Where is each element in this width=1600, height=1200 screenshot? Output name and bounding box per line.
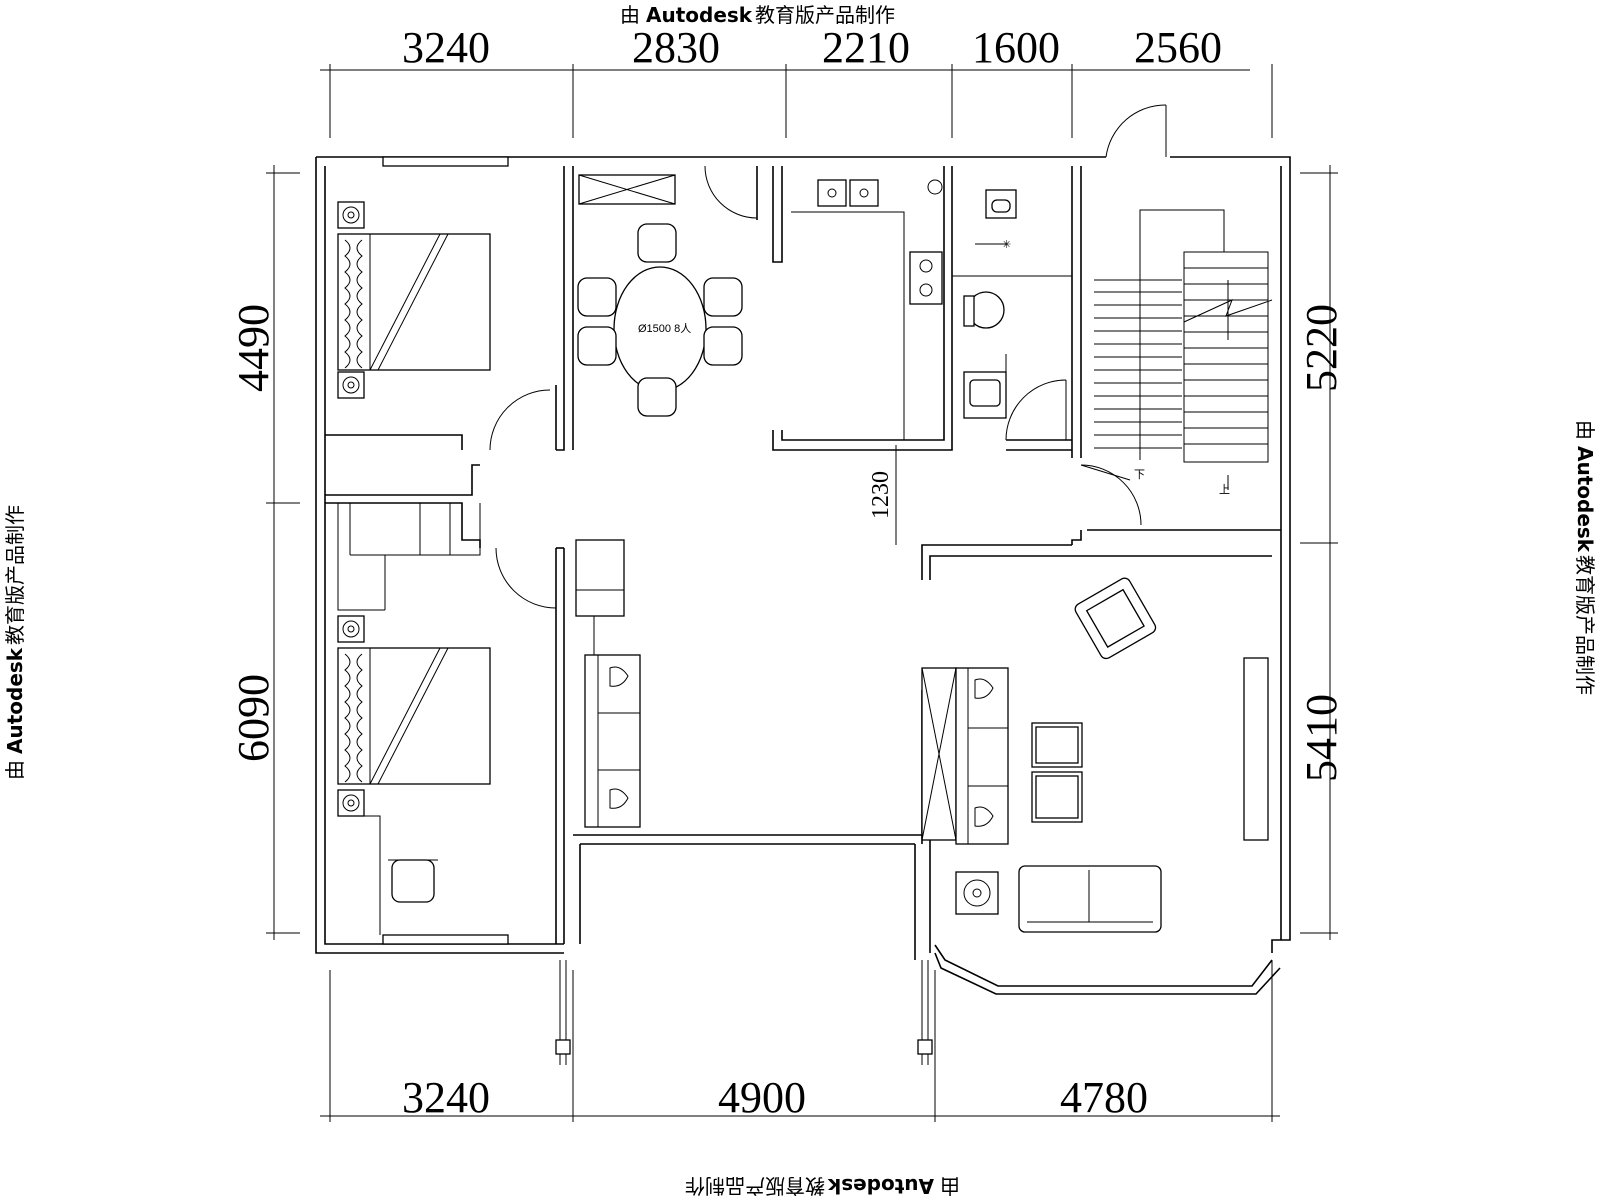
watermark-suffix: 教育版产品制作 bbox=[685, 1174, 825, 1198]
bath-fixtures: ✳ bbox=[963, 189, 1017, 419]
watermark-brand: Autodesk bbox=[827, 1174, 934, 1198]
desk-chair bbox=[388, 859, 438, 903]
door-entrance bbox=[1105, 104, 1167, 158]
dim-top-2: 2830 bbox=[632, 23, 720, 72]
dim-left-2: 6090 bbox=[229, 674, 278, 762]
dining-table: Ø1500 8人 bbox=[613, 266, 707, 392]
door-bedroom2 bbox=[495, 547, 557, 609]
stove bbox=[909, 251, 943, 305]
sofa-bottom bbox=[1018, 865, 1162, 933]
window-top-bedroom bbox=[382, 156, 509, 167]
bed-2 bbox=[337, 647, 491, 785]
door-stair bbox=[1080, 464, 1142, 526]
dimension-left: 4490 6090 bbox=[229, 165, 300, 940]
dining-cabinet bbox=[578, 174, 676, 205]
watermark-top: 由 Autodesk 教育版产品制作 bbox=[620, 3, 895, 27]
door-bedroom1 bbox=[489, 389, 557, 451]
dim-top-3: 2210 bbox=[822, 23, 910, 72]
coffee-tables bbox=[1031, 722, 1083, 823]
dim-bottom-3: 4780 bbox=[1060, 1073, 1148, 1122]
sofa-main bbox=[955, 667, 1009, 845]
bed-1 bbox=[337, 233, 491, 371]
stair-up-label: 上 bbox=[1219, 483, 1230, 496]
dimension-inner: 1230 bbox=[868, 445, 897, 545]
nightstand-2 bbox=[337, 615, 365, 817]
dimension-right: 5220 5410 bbox=[1297, 165, 1346, 940]
dimension-bottom: 3240 4900 4780 bbox=[320, 960, 1280, 1122]
watermark-prefix: 由 bbox=[1573, 420, 1597, 440]
dim-right-1: 5220 bbox=[1297, 304, 1346, 392]
watermark-right: 由 Autodesk 教育版产品制作 bbox=[1573, 420, 1597, 695]
watermark-suffix: 教育版产品制作 bbox=[1573, 555, 1597, 695]
watermark-left: 由 Autodesk 教育版产品制作 bbox=[3, 505, 27, 780]
window-bottom-bedroom bbox=[382, 934, 509, 945]
dimension-top: 3240 2830 2210 1600 2560 bbox=[320, 23, 1273, 138]
side-cabinet bbox=[921, 667, 957, 841]
tv-unit-right bbox=[1243, 657, 1269, 841]
svg-text:✳: ✳ bbox=[1002, 239, 1011, 251]
stair-down-label: 下 bbox=[1134, 469, 1145, 481]
watermark-prefix: 由 bbox=[620, 3, 640, 27]
staircase: 上 下 bbox=[1094, 209, 1273, 496]
dim-top-1: 3240 bbox=[402, 23, 490, 72]
dim-bottom-1: 3240 bbox=[402, 1073, 490, 1122]
watermark-brand: Autodesk bbox=[1573, 446, 1597, 553]
dim-inner: 1230 bbox=[868, 471, 894, 519]
dim-top-5: 2560 bbox=[1134, 23, 1222, 72]
wardrobe-2 bbox=[337, 503, 481, 611]
watermark-brand: Autodesk bbox=[3, 647, 27, 754]
watermark-brand: Autodesk bbox=[646, 3, 753, 27]
watermark-suffix: 教育版产品制作 bbox=[755, 3, 895, 27]
tv-cabinet-left bbox=[575, 539, 625, 655]
watermark-prefix: 由 bbox=[3, 760, 27, 780]
sofa-left bbox=[584, 654, 641, 828]
dining-chairs bbox=[577, 223, 743, 417]
watermark-suffix: 教育版产品制作 bbox=[3, 505, 27, 645]
desk-2 bbox=[338, 815, 381, 935]
kitchen-counter bbox=[791, 179, 943, 440]
dim-bottom-2: 4900 bbox=[718, 1073, 806, 1122]
armchair bbox=[1074, 577, 1157, 660]
watermark-prefix: 由 bbox=[940, 1174, 960, 1198]
dim-right-2: 5410 bbox=[1297, 694, 1346, 782]
table-label: Ø1500 8人 bbox=[638, 322, 691, 335]
side-table bbox=[955, 871, 999, 915]
nightstand-1 bbox=[337, 201, 365, 399]
watermark-bottom: 由 Autodesk 教育版产品制作 bbox=[685, 1174, 960, 1198]
door-dining bbox=[704, 165, 758, 220]
dim-left-1: 4490 bbox=[229, 304, 278, 392]
dim-top-4: 1600 bbox=[972, 23, 1060, 72]
door-bath bbox=[1005, 379, 1067, 441]
